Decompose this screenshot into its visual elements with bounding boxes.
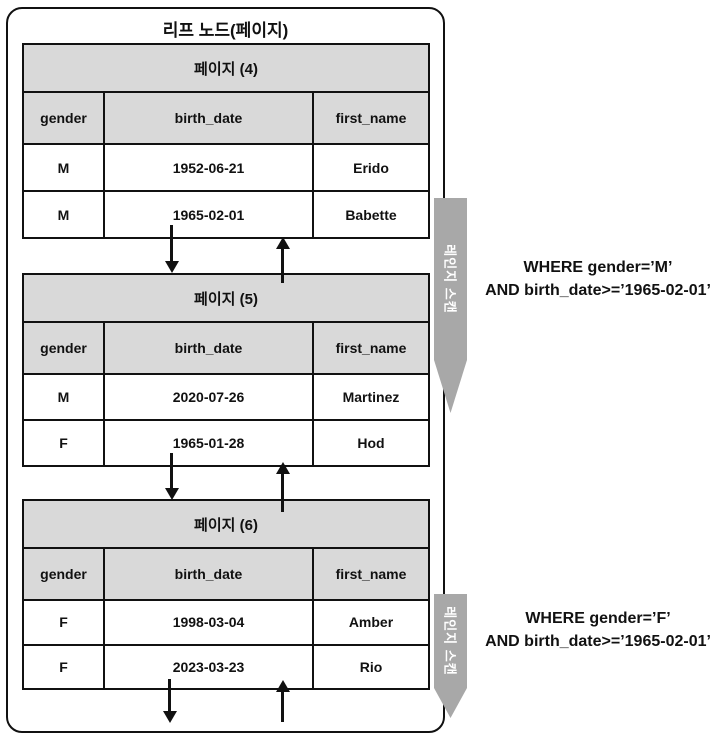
arrow-up-icon [281,249,284,283]
cell-gender: M [24,145,105,190]
cell-birth-date: 2020-07-26 [105,375,314,419]
header-row: gender birth_date first_name [24,549,428,601]
page-table-5: 페이지 (5) gender birth_date first_name M 2… [22,273,430,467]
cell-birth-date: 1965-02-01 [105,192,314,237]
where-line-2: AND birth_date>=’1965-02-01’ [485,282,711,299]
column-header-birth-date: birth_date [105,93,314,143]
column-header-gender: gender [24,549,105,599]
cell-gender: F [24,601,105,644]
column-header-first-name: first_name [335,340,407,356]
page-table-6: 페이지 (6) gender birth_date first_name F 1… [22,499,430,690]
table-row: M 1965-02-01 Babette [24,192,428,237]
cell-birth-date: 2023-03-23 [105,645,314,688]
arrow-up-icon [281,692,284,722]
where-line-1: WHERE gender=’M’ [523,259,673,276]
column-header-first-name: first_name [335,110,407,126]
cell-first-name: Hod [357,435,385,451]
where-clause: WHERE gender=’F’ AND birth_date>=’1965-0… [478,607,718,653]
arrow-down-icon [170,225,173,261]
where-clause: WHERE gender=’M’ AND birth_date>=’1965-0… [478,256,718,302]
arrow-down-icon [170,453,173,488]
range-scan-label: 레인지 스캔 [442,244,457,314]
range-scan-banner: 레인지 스캔 [434,198,467,413]
cell-gender: M [24,192,105,237]
table-row: M 1952-06-21 Erido [24,145,428,192]
diagram-title: 리프 노드(페이지) [162,21,289,40]
table-row: M 2020-07-26 Martinez [24,375,428,421]
cell-first-name: Babette [345,206,397,223]
arrow-down-icon [168,679,171,711]
page-table-4: 페이지 (4) gender birth_date first_name M 1… [22,43,430,239]
cell-birth-date: 1965-01-28 [105,421,314,465]
cell-first-name: Martinez [342,389,400,405]
column-header-first-name: first_name [335,566,407,582]
cell-gender: F [24,645,105,688]
cell-first-name: Erido [353,159,389,176]
cell-first-name: Amber [348,614,394,631]
arrow-up-icon [281,474,284,512]
range-scan-label: 레인지 스캔 [442,606,457,676]
header-row: gender birth_date first_name [24,93,428,145]
column-header-gender: gender [24,323,105,373]
cell-gender: M [24,375,105,419]
cell-birth-date: 1998-03-04 [105,601,314,644]
cell-gender: F [24,421,105,465]
cell-birth-date: 1952-06-21 [105,145,314,190]
cell-first-name: Rio [359,658,383,675]
column-header-birth-date: birth_date [105,323,314,373]
table-row: F 1998-03-04 Amber [24,601,428,646]
page-title: 페이지 (6) [24,501,428,549]
where-line-2: AND birth_date>=’1965-02-01’ [485,633,711,650]
table-row: F 2023-03-23 Rio [24,645,428,688]
column-header-gender: gender [24,93,105,143]
where-line-1: WHERE gender=’F’ [525,610,671,627]
column-header-birth-date: birth_date [105,549,314,599]
header-row: gender birth_date first_name [24,323,428,375]
table-row: F 1965-01-28 Hod [24,421,428,465]
range-scan-banner: 레인지 스캔 [434,594,467,718]
page-title: 페이지 (5) [24,275,428,323]
page-title: 페이지 (4) [24,45,428,93]
